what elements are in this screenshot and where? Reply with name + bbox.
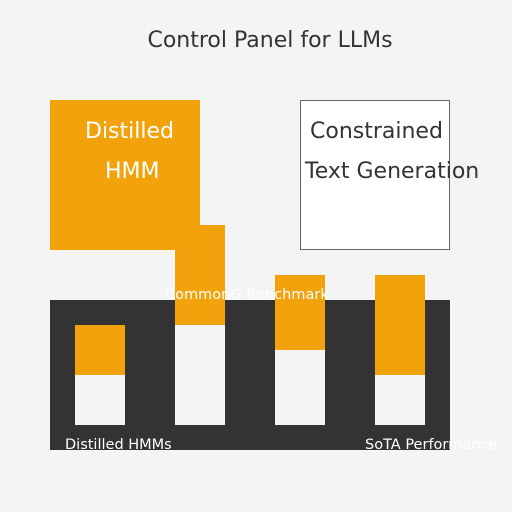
bar-3-fill: [275, 275, 325, 350]
constrained-generation-box: [300, 100, 450, 250]
distilled-hmms-label: Distilled HMMs: [65, 437, 172, 453]
bar-4-track: [375, 375, 425, 425]
distilled-hmm-label-line2: HMM: [105, 159, 160, 184]
benchmark-label: CommonG Benchmark: [165, 287, 329, 303]
distilled-hmm-label-line1: Distilled: [85, 119, 174, 144]
constrained-generation-label-line2: Text Generation: [305, 159, 480, 184]
constrained-generation-label-line1: Constrained: [310, 119, 443, 144]
bar-2-track: [175, 325, 225, 425]
bar-4-fill: [375, 275, 425, 375]
bar-1-fill: [75, 325, 125, 375]
bar-2-fill: [175, 225, 225, 325]
bar-3-track: [275, 350, 325, 425]
page-title: Control Panel for LLMs: [147, 28, 393, 53]
sota-performance-label: SoTA Performance: [365, 437, 498, 453]
